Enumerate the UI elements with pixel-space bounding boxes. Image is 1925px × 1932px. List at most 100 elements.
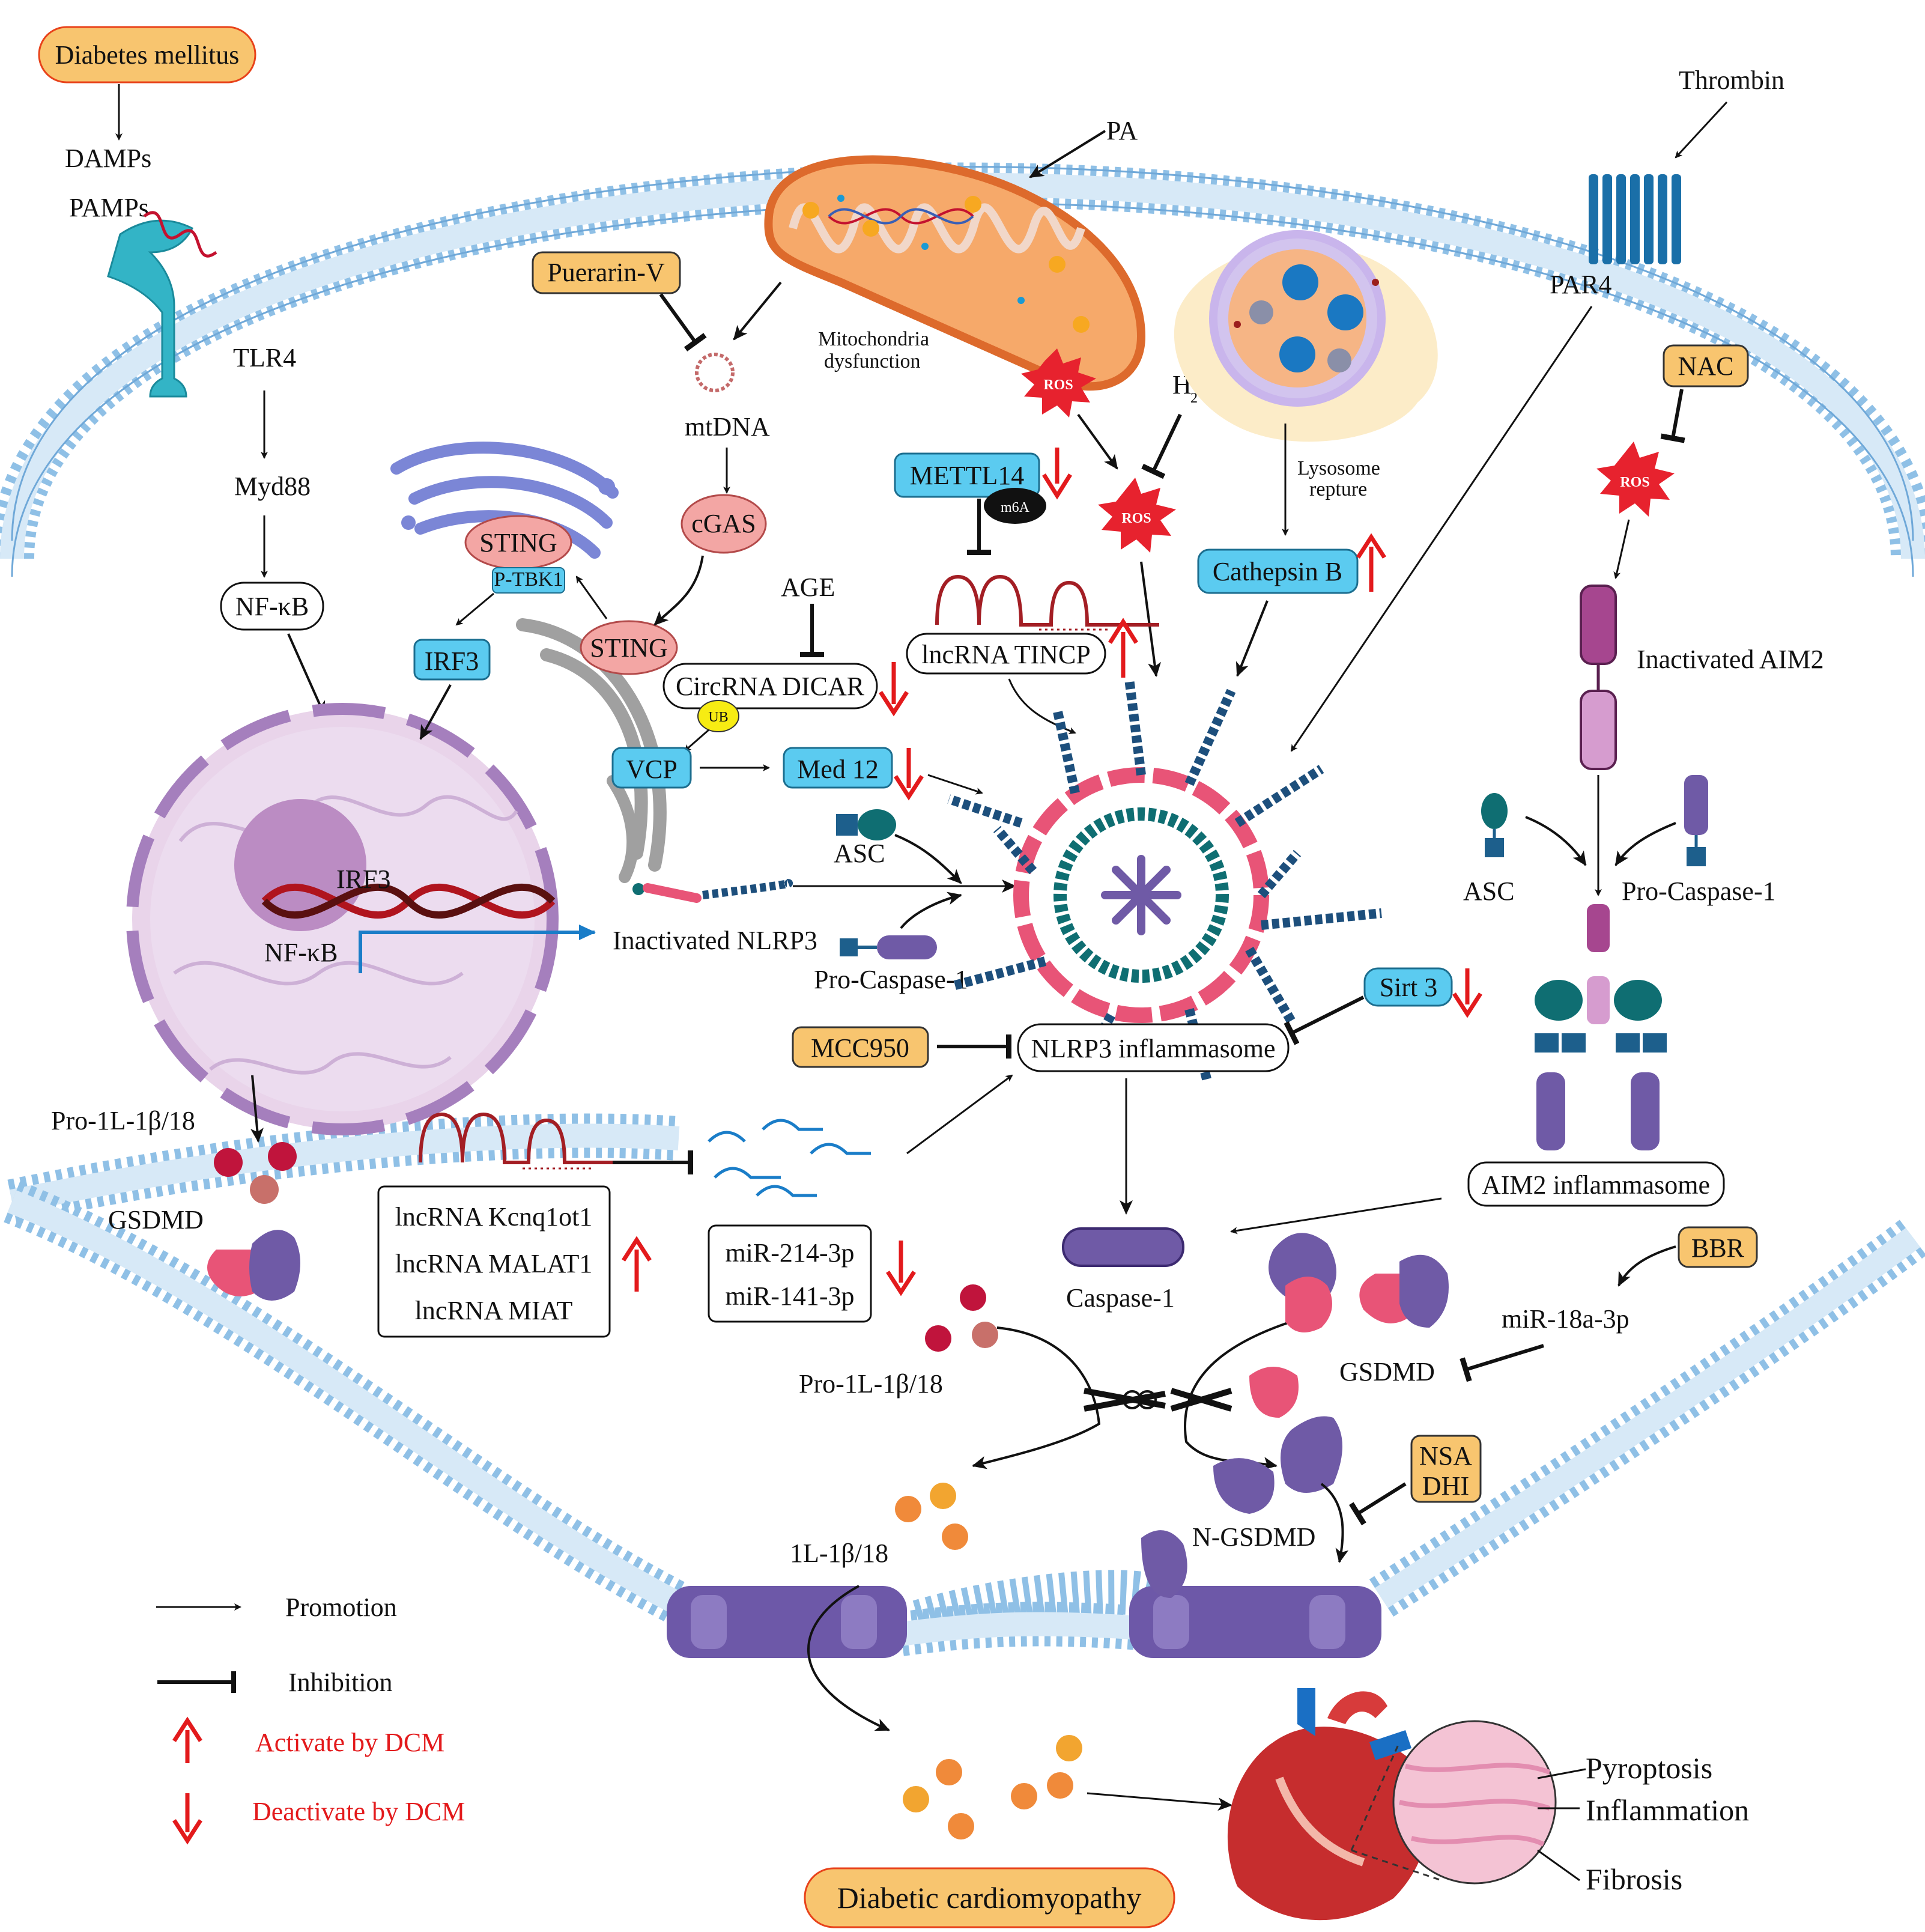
nfkb-box: NF-κB (220, 582, 324, 631)
gsdmd-right-protein (1249, 1233, 1449, 1418)
pro-il-left-label: Pro-1L-1β/18 (51, 1106, 195, 1135)
ub-badge: UB (697, 700, 739, 732)
med12-box: Med 12 (783, 747, 893, 789)
lysosome-label-2: repture (1309, 478, 1367, 500)
legend-promotion: Promotion (285, 1593, 397, 1622)
sting-er: STING (580, 620, 678, 675)
mcc950-box: MCC950 (792, 1026, 929, 1068)
gsdmd-pore-left (667, 1586, 907, 1658)
svg-text:STING: STING (590, 633, 668, 663)
mirna-down-arrow (886, 1241, 916, 1296)
legend-activate: Activate by DCM (255, 1728, 444, 1757)
legend-down-arrow (172, 1793, 202, 1845)
p-tbk1-box: P-TBK1 (492, 567, 565, 594)
inactivated-nlrp3-label: Inactivated NLRP3 (613, 926, 817, 955)
legend-deactivate: Deactivate by DCM (252, 1797, 465, 1826)
tlr4-label: TLR4 (233, 343, 296, 372)
tincp-up-arrow (1108, 618, 1138, 678)
pro-caspase-right-protein (1684, 775, 1708, 866)
asc-right-label: ASC (1463, 876, 1515, 906)
mito-dysfunction-label-2: dysfunction (824, 350, 921, 372)
asc-center-protein (836, 809, 896, 840)
cgas-node: cGAS (681, 494, 767, 554)
nucleus-nfkb-label: NF-κB (264, 938, 338, 967)
svg-text:MCC950: MCC950 (811, 1033, 909, 1063)
diabetes-mellitus-box: Diabetes mellitus (38, 26, 256, 84)
svg-text:METTL14: METTL14 (910, 461, 1025, 490)
svg-text:STING: STING (479, 528, 557, 557)
svg-text:VCP: VCP (626, 755, 678, 784)
mir18a-label: miR-18a-3p (1502, 1304, 1629, 1334)
il-mature-particles (895, 1483, 968, 1550)
lncrna-hairpin-bottom (419, 1112, 637, 1170)
h2-subscript: 2 (1190, 390, 1198, 406)
svg-text:ROS: ROS (1620, 475, 1649, 490)
svg-text:Med 12: Med 12 (797, 755, 879, 784)
mettl14-box: METTL14 (894, 452, 1040, 498)
svg-text:Cathepsin B: Cathepsin B (1213, 557, 1342, 586)
asc-right-protein (1481, 793, 1508, 857)
svg-text:AIM2 inflammasome: AIM2 inflammasome (1482, 1170, 1710, 1200)
gsdmd-right-label: GSDMD (1339, 1357, 1435, 1387)
svg-text:IRF3: IRF3 (425, 646, 479, 676)
mitochondria (764, 155, 1146, 391)
mirna-strands (708, 1119, 871, 1197)
pro-caspase-center-label: Pro-Caspase-1 (814, 965, 968, 994)
lncrna-tincp-hairpin (935, 574, 1159, 631)
ros-burst-mito: ROS (1021, 348, 1096, 418)
mito-dysfunction-label-1: Mitochondria (818, 328, 929, 350)
caspase1-protein (1062, 1227, 1184, 1267)
med12-down-arrow (894, 748, 924, 801)
myd88-label: Myd88 (234, 472, 311, 501)
ros-burst-right: ROS (1596, 442, 1675, 517)
irf3-box: IRF3 (413, 639, 491, 681)
legend-inhibition: Inhibition (288, 1668, 393, 1697)
dcm-box: Diabetic cardiomyopathy (804, 1867, 1175, 1928)
svg-text:ROS: ROS (1043, 377, 1073, 393)
cleavage-scissors-right (1170, 1388, 1232, 1412)
svg-text:NF-κB: NF-κB (235, 592, 309, 621)
ros-burst-center: ROS (1098, 478, 1176, 553)
pro-caspase-right-label: Pro-Caspase-1 (1622, 876, 1776, 906)
thrombin-label: Thrombin (1679, 65, 1784, 95)
sting-golgi: STING (464, 515, 572, 570)
svg-text:lncRNA TINCP: lncRNA TINCP (921, 640, 1091, 669)
svg-text:P-TBK1: P-TBK1 (494, 568, 563, 591)
m6a-badge: m6A (984, 488, 1046, 524)
dna-helix (261, 884, 556, 919)
circrna-dicar-box: CircRNA DICAR (662, 663, 878, 709)
lncrna-tincp-box: lncRNA TINCP (906, 633, 1106, 675)
gsdmd-left-label: GSDMD (108, 1205, 204, 1235)
fibrosis-label: Fibrosis (1586, 1862, 1682, 1896)
sirt3-box: Sirt 3 (1363, 967, 1453, 1007)
lncrna-up-arrow (622, 1236, 652, 1292)
cleavage-scissors (1084, 1388, 1166, 1412)
lncrna-malat: lncRNA MALAT1 (395, 1249, 593, 1278)
lncrna-miat: lncRNA MIAT (415, 1296, 573, 1325)
svg-text:UB: UB (708, 709, 728, 725)
pro-il-center-label: Pro-1L-1β/18 (799, 1369, 943, 1399)
il-mature-label: 1L-1β/18 (790, 1539, 888, 1568)
dhi-label: DHI (1422, 1471, 1469, 1501)
inactivated-aim2-label: Inactivated AIM2 (1637, 645, 1824, 674)
lysosome (1174, 230, 1438, 442)
svg-text:NLRP3 inflammasome: NLRP3 inflammasome (1031, 1034, 1276, 1063)
nucleus-irf3-label: IRF3 (336, 864, 390, 894)
heart-illustration (1227, 1688, 1429, 1921)
pyroptosis-label: Pyroptosis (1586, 1751, 1712, 1785)
pa-label: PA (1106, 116, 1138, 145)
inactivated-nlrp3-protein (632, 879, 793, 903)
pro-caspase-center-protein (840, 935, 937, 959)
mirna-list-box: miR-214-3p miR-141-3p (708, 1224, 872, 1323)
n-gsdmd-label: N-GSDMD (1192, 1522, 1315, 1552)
sirt3-down-arrow (1452, 968, 1482, 1018)
il-released-particles (903, 1735, 1082, 1839)
nucleus (126, 703, 559, 1135)
svg-text:Sirt 3: Sirt 3 (1380, 973, 1438, 1002)
nac-box: NAC (1663, 344, 1749, 387)
cathepsin-up-arrow (1356, 533, 1386, 592)
gsdmd-pore-right (1129, 1586, 1381, 1658)
puerarin-box: Puerarin-V (532, 251, 681, 294)
vcp-box: VCP (611, 747, 692, 789)
